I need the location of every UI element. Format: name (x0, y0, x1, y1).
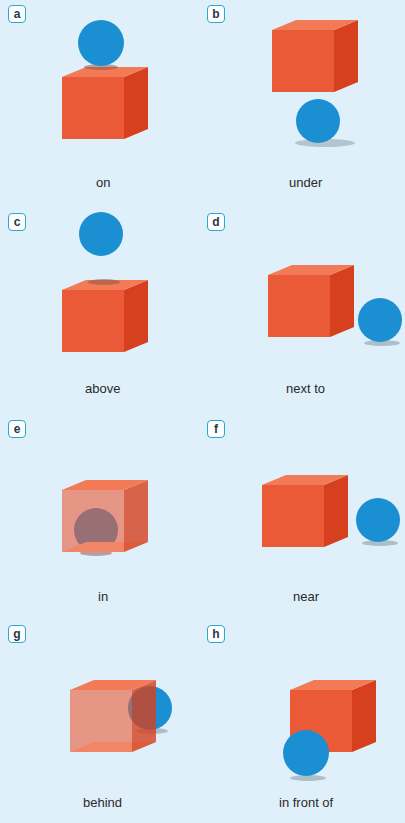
sphere (356, 498, 400, 542)
preposition-label: in front of (279, 795, 333, 811)
preposition-label: on (96, 175, 110, 191)
preposition-label: behind (83, 795, 122, 811)
sphere (296, 99, 340, 143)
cube (62, 480, 148, 552)
preposition-label: near (293, 589, 319, 605)
sphere (78, 20, 124, 66)
letter-badge: c (8, 213, 26, 231)
cube (262, 475, 348, 547)
shadow (88, 279, 120, 285)
sphere (358, 298, 402, 342)
letter: f (214, 423, 218, 435)
sphere (283, 730, 329, 776)
cube (62, 280, 148, 352)
preposition-label: under (289, 175, 322, 191)
cube (268, 265, 354, 337)
letter-badge: g (8, 625, 26, 643)
letter-badge: f (207, 420, 225, 438)
letter: b (212, 8, 219, 20)
letter-badge: d (207, 213, 225, 231)
letter: g (13, 628, 20, 640)
cube (70, 680, 156, 752)
letter: c (14, 216, 21, 228)
letter-badge: b (207, 5, 225, 23)
letter: e (14, 423, 21, 435)
preposition-label: in (98, 589, 108, 605)
cube (62, 67, 148, 139)
preposition-label: above (85, 381, 120, 397)
letter-badge: a (8, 5, 26, 23)
cube (272, 20, 358, 92)
letter-badge: h (207, 625, 225, 643)
letter-badge: e (8, 420, 26, 438)
letter: a (14, 8, 21, 20)
letter: h (212, 628, 219, 640)
preposition-label: next to (286, 381, 325, 397)
sphere (79, 212, 123, 256)
letter: d (212, 216, 219, 228)
